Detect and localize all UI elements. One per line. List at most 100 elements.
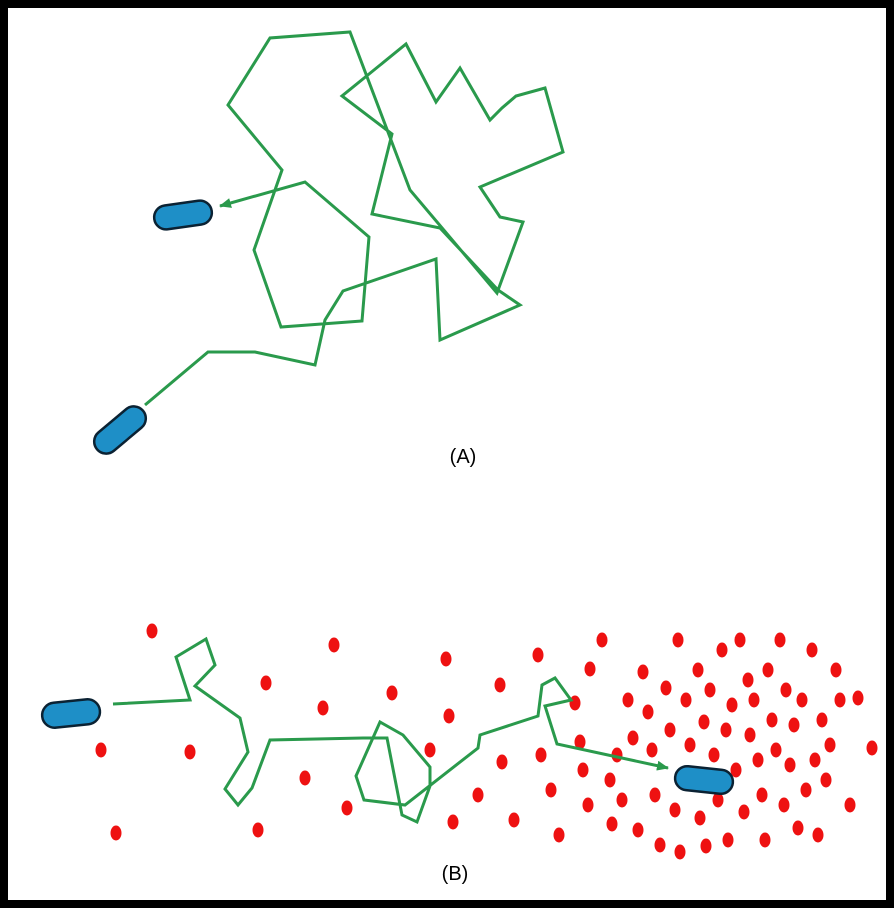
attractant-dot [700, 838, 712, 854]
attractant-dot [759, 832, 771, 848]
attractant-dot [756, 787, 768, 803]
attractant-dot [698, 714, 710, 730]
attractant-dot [604, 772, 616, 788]
attractant-dot [742, 672, 754, 688]
attractant-dot [184, 744, 196, 760]
attractant-dot [654, 837, 666, 853]
attractant-dot [577, 762, 589, 778]
attractant-dot [110, 825, 122, 841]
attractant-dot [443, 708, 455, 724]
attractant-dot [299, 770, 311, 786]
attractant-dot [632, 822, 644, 838]
attractant-dot [627, 730, 639, 746]
attractant-dot [440, 651, 452, 667]
attractant-dot [778, 797, 790, 813]
attractant-dot [508, 812, 520, 828]
attractant-dot [692, 662, 704, 678]
attractant-dot [341, 800, 353, 816]
attractant-dot [844, 797, 856, 813]
panel-label-b: (B) [442, 863, 469, 885]
attractant-dot [704, 682, 716, 698]
attractant-dot [622, 692, 634, 708]
attractant-dot [796, 692, 808, 708]
attractant-dot [642, 704, 654, 720]
panel-a: (A) [92, 30, 565, 468]
attractant-dot [496, 754, 508, 770]
attractant-field [95, 623, 878, 860]
attractant-dot [669, 802, 681, 818]
attractant-dot [726, 697, 738, 713]
attractant-dot [762, 662, 774, 678]
attractant-dot [553, 827, 565, 843]
attractant-dot [784, 757, 796, 773]
attractant-dot [616, 792, 628, 808]
bacterium-icon [40, 698, 102, 729]
attractant-dot [674, 844, 686, 860]
attractant-dot [596, 632, 608, 648]
attractant-dot [816, 712, 828, 728]
attractant-dot [146, 623, 158, 639]
panel-label-a: (A) [450, 446, 477, 468]
attractant-dot [712, 792, 724, 808]
attractant-dot [720, 722, 732, 738]
attractant-dot [684, 737, 696, 753]
attractant-dot [722, 832, 734, 848]
attractant-dot [584, 661, 596, 677]
attractant-dot [752, 752, 764, 768]
attractant-dot [800, 782, 812, 798]
attractant-dot [748, 692, 760, 708]
attractant-dot [424, 742, 436, 758]
attractant-dot [694, 810, 706, 826]
attractant-dot [824, 737, 836, 753]
attractant-dot [447, 814, 459, 830]
attractant-dot [328, 637, 340, 653]
attractant-dot [852, 690, 864, 706]
attractant-dot [766, 712, 778, 728]
attractant-dot [806, 642, 818, 658]
attractant-dot [260, 675, 272, 691]
biased-walk-path-b [112, 636, 669, 825]
attractant-dot [734, 632, 746, 648]
bacterium-icon [673, 764, 735, 796]
attractant-dot [834, 692, 846, 708]
attractant-dot [660, 680, 672, 696]
bacterium-icon [92, 405, 148, 455]
bacterium-icon [152, 199, 214, 231]
attractant-dot [606, 816, 618, 832]
attractant-dot [792, 820, 804, 836]
attractant-dot [646, 742, 658, 758]
attractant-dot [716, 642, 728, 658]
attractant-dot [774, 632, 786, 648]
attractant-dot [532, 647, 544, 663]
attractant-dot [866, 740, 878, 756]
attractant-dot [582, 797, 594, 813]
attractant-dot [730, 762, 742, 778]
attractant-dot [672, 632, 684, 648]
attractant-dot [809, 752, 821, 768]
attractant-dot [637, 664, 649, 680]
attractant-dot [494, 677, 506, 693]
attractant-dot [535, 747, 547, 763]
attractant-dot [788, 717, 800, 733]
attractant-dot [649, 787, 661, 803]
attractant-dot [574, 734, 586, 750]
attractant-dot [680, 692, 692, 708]
attractant-dot [664, 722, 676, 738]
attractant-dot [830, 662, 842, 678]
attractant-dot [95, 742, 107, 758]
random-walk-path-a [144, 30, 565, 407]
attractant-dot [738, 804, 750, 820]
panel-b: (B) [40, 623, 878, 885]
attractant-dot [812, 827, 824, 843]
attractant-dot [744, 727, 756, 743]
attractant-dot [545, 782, 557, 798]
attractant-dot [820, 772, 832, 788]
attractant-dot [770, 742, 782, 758]
attractant-dot [317, 700, 329, 716]
attractant-dot [780, 682, 792, 698]
attractant-dot [472, 787, 484, 803]
attractant-dot [708, 747, 720, 763]
attractant-dot [386, 685, 398, 701]
